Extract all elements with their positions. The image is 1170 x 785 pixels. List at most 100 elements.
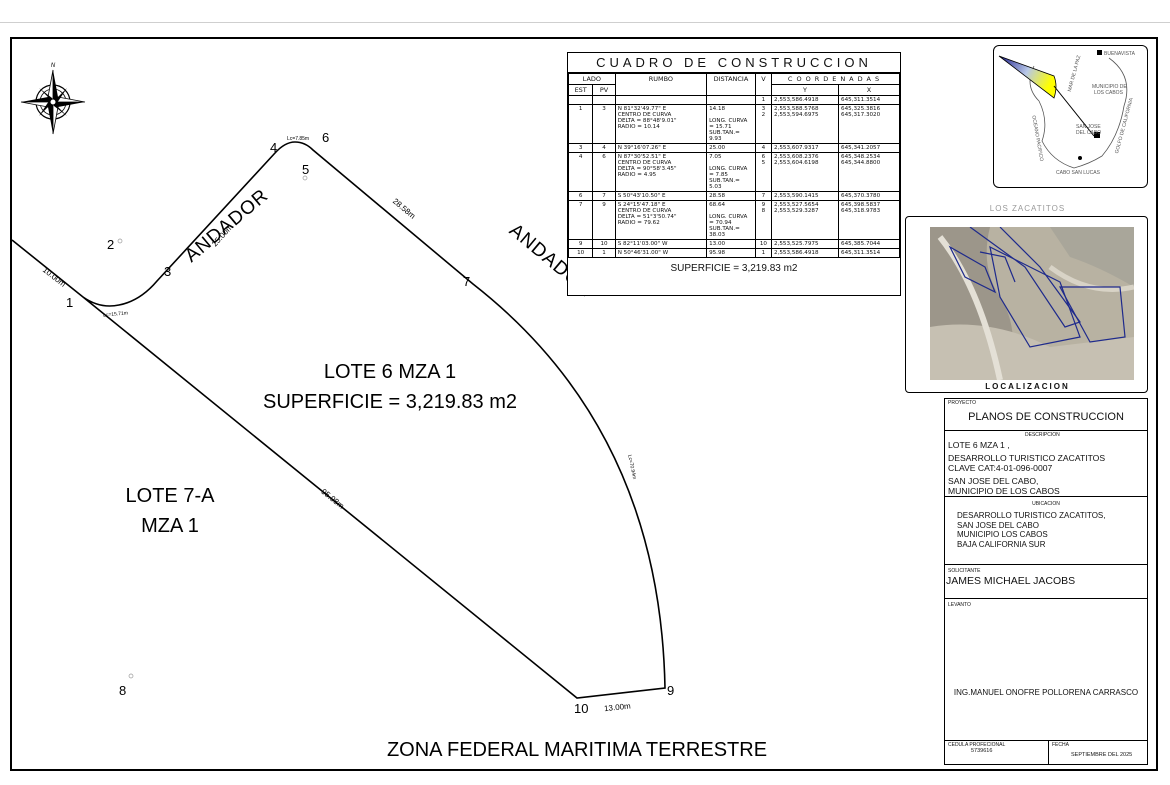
cell-distancia: 25.00 — [706, 143, 756, 153]
cell-v: 3 2 — [754, 104, 773, 144]
cell-distancia: 7.05 LONG. CURVA = 7.85 SUB.TAN.= 5.03 — [706, 152, 756, 192]
ocean-label: OCEANO PACIFICO — [1030, 115, 1044, 162]
north-label: N — [51, 63, 56, 69]
lot-area: SUPERFICIE = 3,219.83 m2 — [263, 391, 517, 413]
header-lado: LADO — [568, 73, 616, 85]
description-line: SAN JOSE DEL CABO, — [948, 476, 1039, 486]
title-block: PROYECTO PLANOS DE CONSTRUCCION LOTE 6 M… — [944, 398, 1148, 765]
location-beam — [998, 55, 1057, 99]
location-panel: LOS ZACATITOS LOCALIZACION — [905, 204, 1148, 393]
location-section: UBICACION DESARROLLO TURISTICO ZACATITOS… — [945, 497, 1147, 565]
cell-x: 645,348.2534 645,344.8800 — [838, 152, 900, 192]
cell-distancia: 68.64 LONG. CURVA = 70.94 SUB.TAN.= 38.0… — [706, 200, 756, 240]
cell-y: 2,553,608.2376 2,553,604.6198 — [771, 152, 840, 192]
vertex-label-2: 2 — [107, 237, 114, 252]
cell-est — [567, 95, 594, 105]
cell-y: 2,553,525.7975 — [771, 239, 840, 249]
applicant-label: SOLICITANTE — [948, 568, 981, 574]
top-rule — [0, 22, 1170, 23]
cell-rumbo: N 81°32'49.77" E CENTRO DE CURVA DELTA =… — [614, 104, 708, 144]
cell-y: 2,553,586.4918 — [771, 95, 840, 105]
street-label-left: ANDADOR — [181, 185, 273, 267]
vertex-label-7: 7 — [463, 274, 470, 289]
cell-rumbo: N 39°16'07.26" E — [614, 143, 708, 153]
pointer-line — [1053, 85, 1095, 137]
coastline — [1029, 57, 1128, 169]
cell-v: 1 — [754, 95, 773, 105]
cell-pv — [592, 95, 616, 105]
vertex-label-3: 3 — [164, 264, 171, 279]
region-label: MUNICIPIO DE — [1092, 84, 1127, 90]
project-section: PROYECTO PLANOS DE CONSTRUCCION — [945, 399, 1147, 431]
cell-rumbo: N 87°30'52.51" E CENTRO DE CURVA DELTA =… — [614, 152, 708, 192]
cell-y: 2,553,588.5768 2,553,594.6975 — [771, 104, 840, 144]
cell-x: 645,385.7044 — [838, 239, 900, 249]
cell-pv: 3 — [592, 104, 616, 144]
dimension-label: 28.58m — [391, 197, 417, 221]
key-map: BUENAVISTA MUNICIPIO DE LOS CABOS MAR DE… — [993, 45, 1148, 188]
cell-x: 645,398.5837 645,318.9783 — [838, 200, 900, 240]
cell-est: 6 — [567, 191, 594, 201]
surveyor-label: LEVANTO — [948, 602, 971, 608]
north-arrow-icon — [20, 69, 86, 135]
surveyor-name: ING.MANUEL ONOFRE POLLORENA CARRASCO — [953, 688, 1139, 697]
table-header-row: LADO RUMBO DISTANCIA V COORDENADAS — [568, 73, 900, 96]
cell-est: 9 — [567, 239, 594, 249]
header-distancia: DISTANCIA — [706, 73, 756, 96]
cell-v: 7 — [754, 191, 773, 201]
town-label: SAN JOSE — [1076, 124, 1101, 130]
town-label: DEL CABO — [1076, 130, 1101, 136]
curve-length-label: Lc=7.85m — [287, 136, 309, 142]
description-line: DESARROLLO TURISTICO ZACATITOS — [948, 453, 1106, 463]
location-top-label: LOS ZACATITOS — [989, 204, 1066, 213]
cell-pv: 1 — [592, 248, 616, 258]
cell-x: 645,341.2057 — [838, 143, 900, 153]
surveyor-section: LEVANTO ING.MANUEL ONOFRE POLLORENA CARR… — [945, 599, 1147, 741]
cell-pv: 7 — [592, 191, 616, 201]
date-value: SEPTIEMBRE DEL 2025 — [1071, 752, 1133, 758]
description-line: CLAVE CAT:4-01-096-0007 — [948, 463, 1053, 473]
adjacent-lot-name: LOTE 7-A — [126, 485, 216, 507]
vertex-marker — [128, 673, 134, 679]
cell-rumbo: S 82°11'03.00" W — [614, 239, 708, 249]
header-est: EST — [567, 84, 594, 96]
license-cell: CEDULA PROFECIONAL 5739616 — [945, 741, 1049, 764]
vertex-label-9: 9 — [667, 683, 674, 698]
sea-label: MAR DE LA PAZ — [1067, 55, 1082, 93]
cell-y: 2,553,607.9317 — [771, 143, 840, 153]
project-label: PROYECTO — [948, 400, 976, 406]
cell-v: 1 — [754, 248, 773, 258]
cell-v: 6 5 — [754, 152, 773, 192]
ubicacion-label: UBICACION — [1032, 501, 1060, 507]
vertex-marker — [117, 238, 123, 244]
location-line: DESARROLLO TURISTICO ZACATITOS, — [957, 511, 1106, 520]
project-title: PLANOS DE CONSTRUCCION — [968, 411, 1124, 423]
cell-x: 645,311.3514 — [838, 248, 900, 258]
location-line: BAJA CALIFORNIA SUR — [957, 539, 1046, 549]
cell-y: 2,553,586.4918 — [771, 248, 840, 258]
cell-distancia: 95.98 — [706, 248, 756, 258]
location-satellite-image — [930, 227, 1134, 380]
table-header-row: EST PV Y X — [567, 84, 900, 96]
description-line: MUNICIPIO DE LOS CABOS — [948, 486, 1060, 496]
cell-pv: 6 — [592, 152, 616, 192]
federal-zone-label: ZONA FEDERAL MARITIMA TERRESTRE — [387, 739, 767, 761]
cell-y: 2,553,590.1415 — [771, 191, 840, 201]
lot-name: LOTE 6 MZA 1 — [324, 361, 456, 383]
curve-length-label: Lc=15.71m — [103, 310, 128, 318]
description-line: LOTE 6 MZA 1 , — [948, 440, 1010, 450]
cell-x: 645,370.3780 — [838, 191, 900, 201]
town-marker — [1078, 156, 1082, 160]
location-line: MUNICIPIO LOS CABOS — [957, 530, 1048, 539]
curve-length-label: Lc=70.94m — [626, 454, 637, 480]
date-label: FECHA — [1052, 742, 1069, 748]
cell-x: 645,325.3816 645,317.3020 — [838, 104, 900, 144]
